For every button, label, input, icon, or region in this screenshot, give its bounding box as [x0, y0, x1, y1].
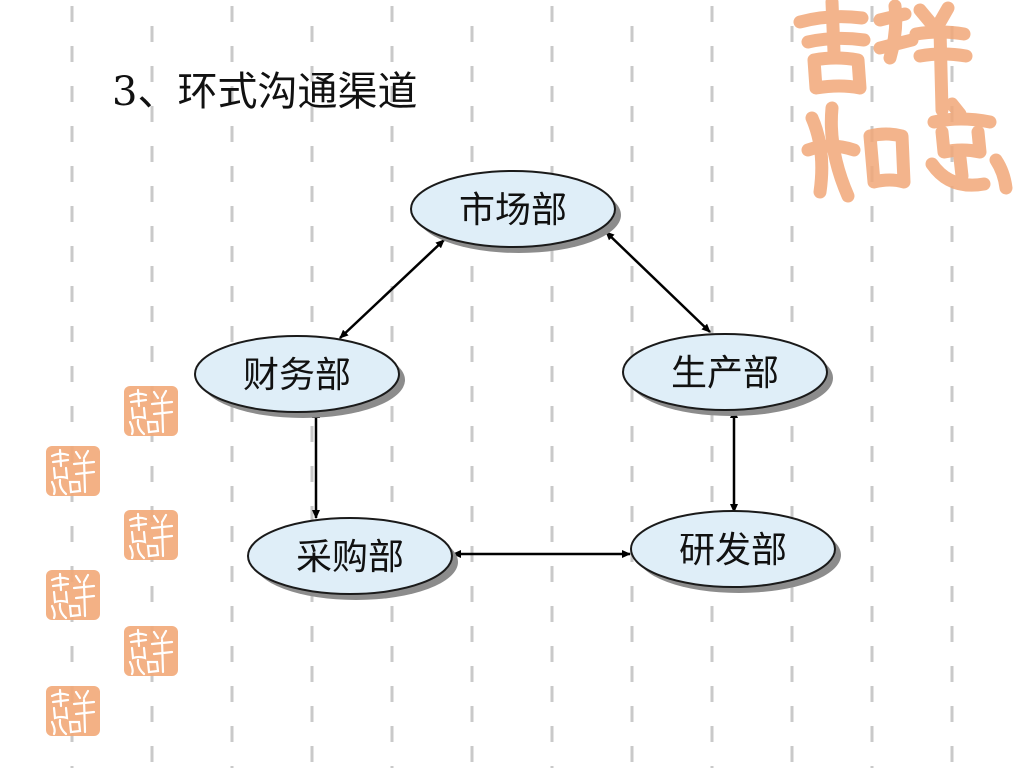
node-finance: 财务部 — [194, 335, 405, 418]
small-seal-decorations — [46, 386, 178, 736]
node-label: 财务部 — [243, 355, 351, 396]
small-seal-stamp — [46, 570, 100, 620]
node-label: 研发部 — [679, 530, 787, 571]
small-seal-stamp — [46, 686, 100, 736]
node-label: 采购部 — [296, 537, 404, 578]
node-label: 市场部 — [459, 190, 567, 231]
node-ellipse — [410, 170, 616, 248]
slide-title: 3、环式沟通渠道 — [112, 69, 418, 115]
node-market: 市场部 — [410, 170, 621, 253]
small-seal-stamp — [124, 626, 178, 676]
small-seal-stamp — [46, 446, 100, 496]
node-ellipse — [194, 335, 400, 413]
small-seal-stamp — [124, 386, 178, 436]
small-seal-stamp — [124, 510, 178, 560]
large-seal-decoration — [793, 0, 1013, 203]
arrow-market-production — [605, 231, 711, 333]
node-ellipse — [247, 517, 453, 595]
node-production: 生产部 — [622, 333, 833, 416]
node-rnd: 研发部 — [630, 510, 841, 593]
node-label: 生产部 — [671, 353, 779, 394]
node-purchasing: 采购部 — [247, 517, 458, 600]
node-ellipse — [622, 333, 828, 411]
node-ellipse — [630, 510, 836, 588]
arrow-finance-market — [339, 239, 445, 339]
diagram-edges — [312, 231, 738, 558]
